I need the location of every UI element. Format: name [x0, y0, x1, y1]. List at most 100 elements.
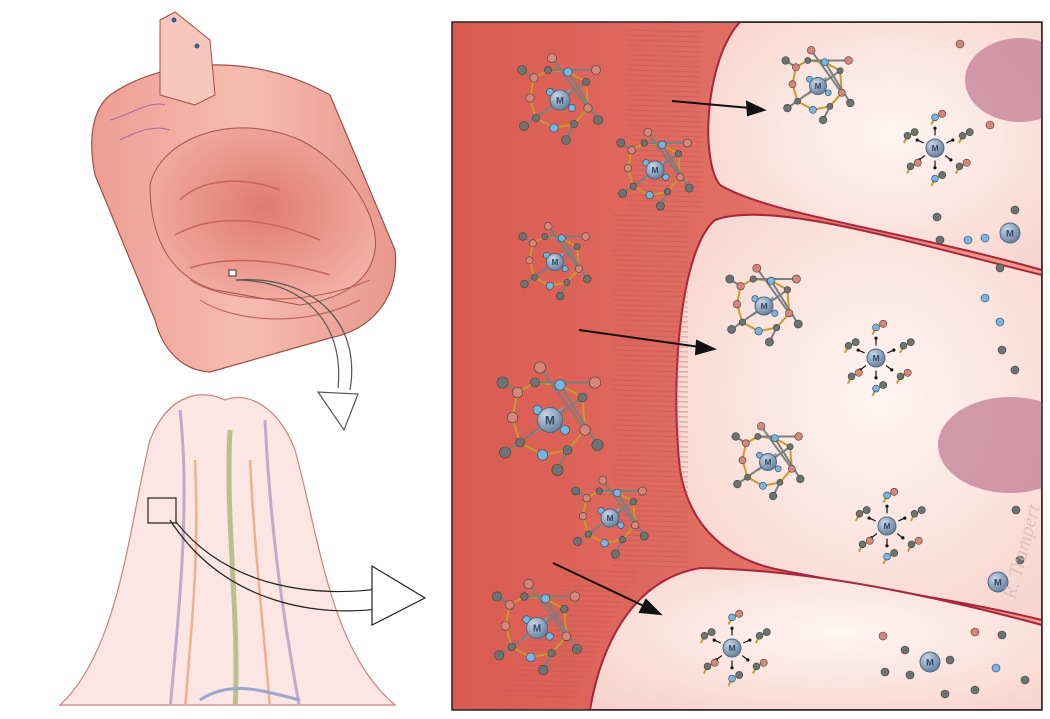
atom	[525, 652, 536, 663]
atom	[525, 256, 534, 265]
atom	[907, 540, 916, 549]
atom	[776, 479, 784, 486]
atom	[534, 361, 546, 374]
atom	[544, 222, 553, 231]
nucleus-1	[965, 38, 1042, 122]
metal-ion	[759, 453, 777, 471]
atom	[529, 73, 539, 83]
atom	[500, 621, 511, 631]
atom	[494, 650, 505, 661]
atom	[931, 174, 939, 183]
metal-ion	[754, 296, 774, 316]
epithelial-cell-3	[588, 566, 1042, 710]
atom	[551, 464, 564, 476]
atom	[995, 317, 1005, 327]
atom	[555, 291, 565, 301]
atom	[733, 479, 742, 489]
atom	[938, 171, 947, 179]
atom	[629, 498, 637, 506]
metal-ion-label: M	[994, 578, 1002, 589]
atom	[980, 233, 990, 243]
atom	[738, 456, 747, 465]
atom	[520, 279, 529, 289]
metal-ion-label: M	[728, 643, 735, 653]
atom	[571, 643, 582, 655]
atom	[844, 342, 853, 350]
atom	[844, 56, 853, 65]
metal-ion	[537, 407, 563, 433]
atom	[910, 128, 919, 137]
atom	[792, 274, 801, 284]
atom	[905, 670, 915, 680]
atom	[579, 424, 591, 436]
atom	[749, 275, 757, 283]
atom	[656, 201, 665, 211]
atom	[938, 109, 947, 118]
atom	[600, 539, 609, 548]
atom	[504, 600, 515, 610]
atom	[903, 132, 912, 140]
metal-ion	[866, 348, 886, 368]
atom	[629, 182, 637, 190]
transport-arrows	[552, 100, 767, 616]
atom	[583, 274, 592, 284]
atom	[731, 432, 740, 441]
atom	[872, 384, 880, 393]
atom	[768, 491, 778, 501]
atom	[742, 439, 750, 448]
atom	[525, 93, 535, 103]
metal-ion-label: M	[760, 301, 767, 311]
atom	[793, 319, 803, 329]
metal-ion-label: M	[1006, 229, 1014, 240]
metal-ion	[925, 138, 945, 158]
atom	[997, 345, 1007, 355]
atom	[744, 473, 751, 481]
atom	[578, 512, 588, 521]
atom	[570, 120, 578, 128]
atom	[755, 632, 764, 640]
villus	[58, 394, 397, 706]
atom	[595, 487, 603, 495]
atom	[872, 323, 880, 332]
atom	[759, 658, 768, 667]
atom	[765, 337, 774, 347]
atom	[554, 379, 566, 391]
atom	[837, 88, 846, 97]
atom	[899, 342, 908, 350]
atom	[562, 445, 573, 455]
atom	[735, 671, 744, 679]
metal-ion-label: M	[533, 624, 541, 635]
atom	[917, 506, 926, 515]
atom	[547, 649, 556, 658]
metal-ion	[722, 638, 742, 658]
atom	[544, 66, 552, 74]
atom	[906, 338, 915, 347]
atom	[728, 613, 736, 622]
atom	[759, 481, 767, 490]
atom	[560, 605, 569, 614]
atom	[531, 273, 538, 281]
atom	[617, 521, 625, 529]
atom	[955, 39, 965, 49]
atom	[676, 173, 685, 182]
atom	[958, 132, 967, 140]
atom	[818, 115, 828, 125]
atom	[906, 162, 915, 171]
atom	[858, 540, 867, 549]
atom	[997, 630, 1007, 640]
atom	[855, 510, 864, 518]
metal-ion	[546, 253, 564, 271]
atom	[880, 667, 890, 677]
atom	[736, 282, 745, 291]
atom	[557, 234, 566, 243]
atom	[507, 642, 516, 651]
atom	[583, 103, 593, 113]
atom	[732, 300, 742, 309]
atom	[598, 475, 608, 485]
atom	[593, 115, 603, 125]
atom	[752, 662, 761, 671]
atom	[561, 265, 569, 273]
atom	[569, 591, 580, 602]
atom	[985, 120, 995, 130]
